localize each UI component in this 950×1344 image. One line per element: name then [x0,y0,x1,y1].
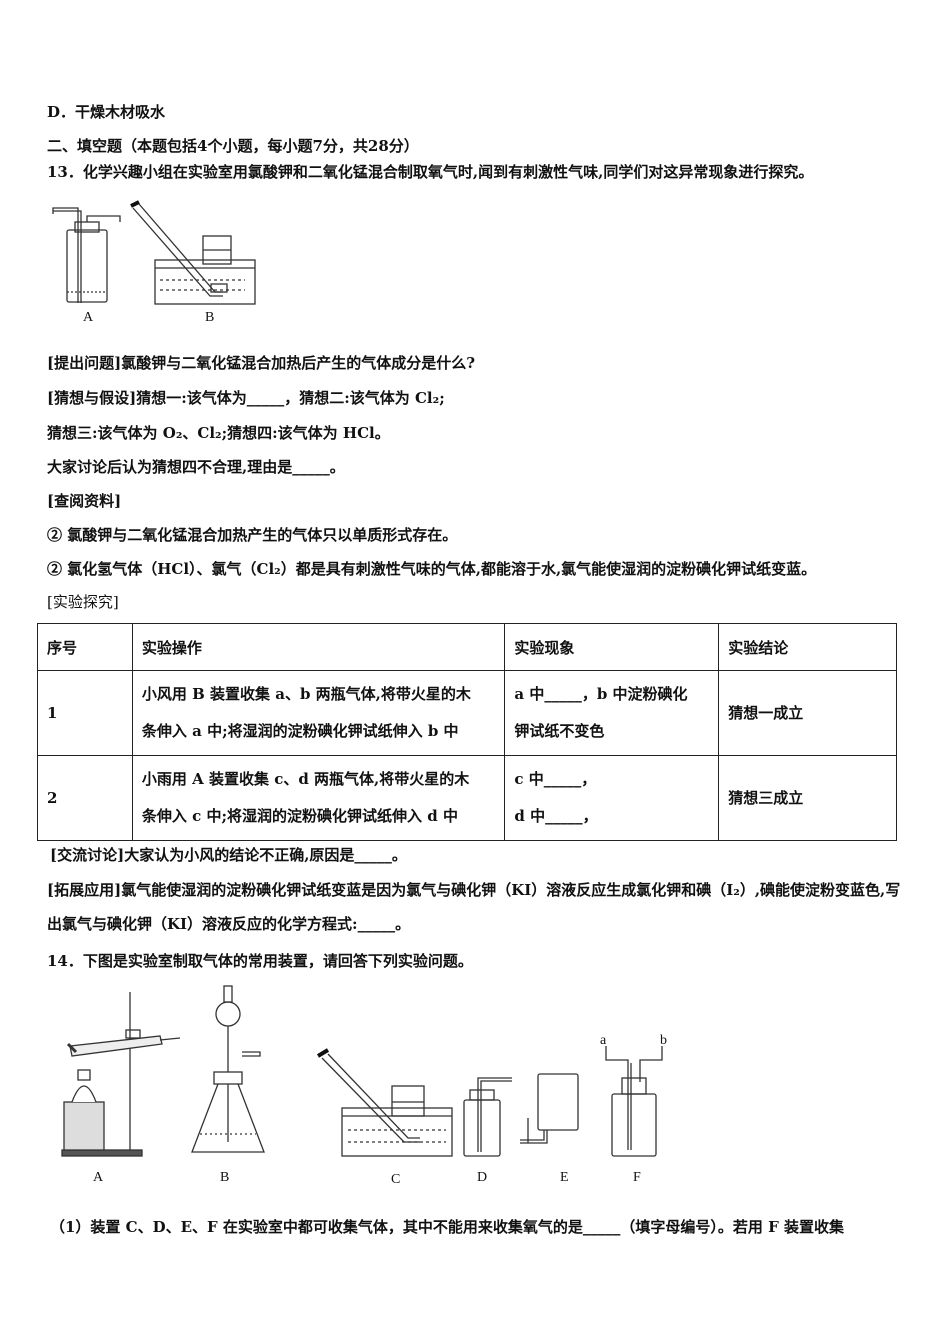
figure2-label-f: F [633,1170,641,1185]
question-14: 14．下图是实验室制取气体的常用装置，请回答下列实验问题。 [47,952,473,970]
figure2-label-e: E [560,1170,569,1185]
raise-question: [提出问题]氯酸钾与二氧化锰混合加热后产生的气体成分是什么? [47,354,475,372]
figure2-label-d: D [477,1170,488,1185]
apparatus-c-trough [316,1048,453,1157]
table-row: 2 小雨用 A 装置收集 c、d 两瓶气体,将带火星的木 条伸入 c 中;将湿润… [37,755,897,841]
header-phenomenon: 实验现象 [504,623,720,671]
apparatus-a-heating [61,992,181,1157]
operation-line: 条伸入 c 中;将湿润的淀粉碘化钾试纸伸入 d 中 [141,807,458,825]
phenomenon-line: 钾试纸不变色 [514,722,605,740]
figure1-label-a: A [83,310,94,325]
info-1: ② 氯酸钾与二氧化锰混合加热产生的气体只以单质形式存在。 [47,526,458,544]
table-row: 1 小风用 B 装置收集 a、b 两瓶气体,将带火星的木 条伸入 a 中;将湿润… [37,670,897,756]
row-operation: 小风用 B 装置收集 a、b 两瓶气体,将带火星的木 条伸入 a 中;将湿润的淀… [131,670,506,756]
apparatus-f-bottle [605,1046,663,1157]
guesses-1-2: [猜想与假设]猜想一:该气体为_____，猜想二:该气体为 Cl₂; [47,389,445,407]
row-conclusion: 猜想一成立 [718,670,897,756]
row-phenomenon: a 中_____，b 中淀粉碘化 钾试纸不变色 [504,670,720,756]
exchange-discussion: [交流讨论]大家认为小风的结论不正确,原因是_____。 [50,846,407,864]
row-number: 2 [37,755,133,841]
header-number: 序号 [37,623,133,671]
info-2: ② 氯化氢气体（HCl）、氯气（Cl₂）都是具有刺激性气味的气体,都能溶于水,氯… [47,560,817,578]
figure2-label-b: B [220,1170,230,1185]
table-header-row: 序号 实验操作 实验现象 实验结论 [37,623,897,671]
row-conclusion: 猜想三成立 [718,755,897,841]
operation-line: 小雨用 A 装置收集 c、d 两瓶气体,将带火星的木 [141,770,470,788]
apparatus-e-bottle [520,1073,579,1144]
figure1-label-b: B [205,310,215,325]
experiment-table: 序号 实验操作 实验现象 实验结论 1 小风用 B 装置收集 a、b 两瓶气体,… [37,623,897,841]
phenomenon-line: d 中_____， [514,807,598,825]
header-conclusion: 实验结论 [718,623,897,671]
phenomenon-line: a 中_____，b 中淀粉碘化 [514,685,688,703]
question-13: 13．化学兴趣小组在实验室用氯酸钾和二氧化锰混合制取氧气时,闻到有刺激性气味,同… [47,163,814,181]
figure-1-apparatus [52,200,256,305]
figure2-port-b: b [660,1033,667,1048]
figure2-label-c: C [391,1172,401,1187]
row-number: 1 [37,670,133,756]
figure-2-apparatus: a b [61,985,667,1157]
apparatus-b-trough [130,200,256,305]
operation-line: 小风用 B 装置收集 a、b 两瓶气体,将带火星的木 [141,685,471,703]
row-operation: 小雨用 A 装置收集 c、d 两瓶气体,将带火星的木 条伸入 c 中;将湿润的淀… [131,755,506,841]
phenomenon-line: c 中_____， [514,770,597,788]
discussion: 大家讨论后认为猜想四不合理,理由是_____。 [47,458,345,476]
apparatus-d-bottle [463,1077,512,1157]
header-operation: 实验操作 [131,623,506,671]
apparatus-a-bottle [52,207,121,303]
section-heading: 二、填空题（本题包括4个小题，每小题7分，共28分） [47,137,419,155]
option-d: D．干燥木材吸水 [47,103,166,121]
row-phenomenon: c 中_____， d 中_____， [504,755,720,841]
lookup-heading: [查阅资料] [47,492,122,510]
guesses-3-4: 猜想三:该气体为 O₂、Cl₂;猜想四:该气体为 HCl。 [47,424,390,442]
explore-heading: [实验探究] [47,593,119,611]
figure2-port-a: a [600,1033,607,1048]
apparatus-b-flask [191,985,265,1153]
extension-application: [拓展应用]氯气能使湿润的淀粉碘化钾试纸变蓝是因为氯气与碘化钾（KI）溶液反应生… [47,881,901,933]
figure2-label-a: A [93,1170,104,1185]
question-14-part-1: （1）装置 C、D、E、F 在实验室中都可收集气体，其中不能用来收集氧气的是__… [50,1218,845,1236]
operation-line: 条伸入 a 中;将湿润的淀粉碘化钾试纸伸入 b 中 [141,722,459,740]
